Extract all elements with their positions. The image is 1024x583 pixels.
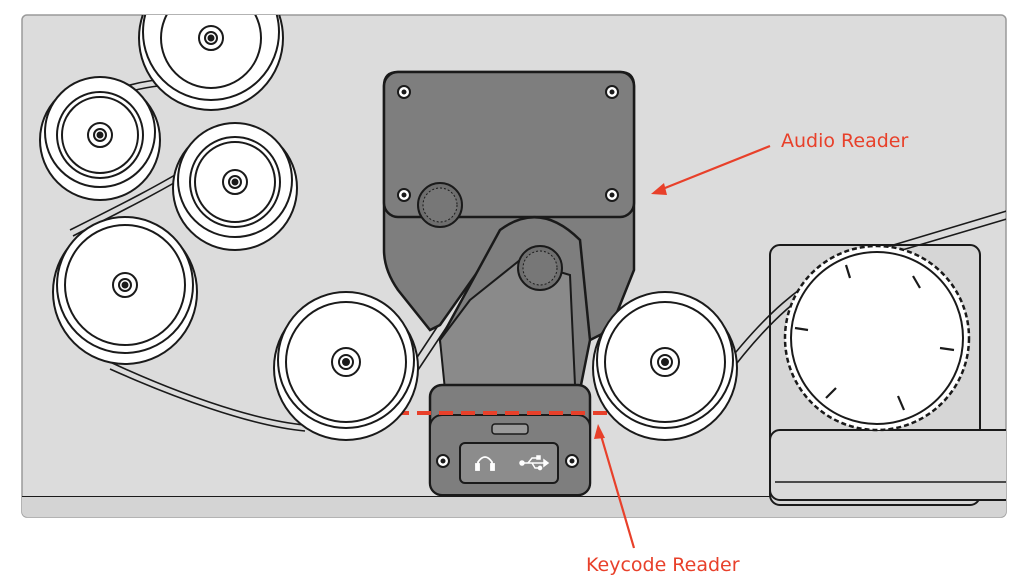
guide-reel-mid xyxy=(172,122,298,251)
headphone-icon xyxy=(475,456,495,471)
feed-reel-right xyxy=(592,291,738,441)
sprocket-wheel xyxy=(783,244,971,432)
keycode-reader-label: Keycode Reader xyxy=(586,554,740,576)
keycode-reader-callout: Keycode Reader xyxy=(586,424,740,576)
guide-reel-top xyxy=(138,15,284,111)
keycode-reader-module xyxy=(428,383,592,497)
guide-reel-lower-left xyxy=(52,216,198,365)
audio-reader-callout: Audio Reader xyxy=(651,130,908,195)
usb-icon xyxy=(519,455,550,471)
feed-reel-left xyxy=(273,291,419,441)
audio-reader-label: Audio Reader xyxy=(781,130,908,152)
audio-reader-head xyxy=(382,70,636,397)
guide-reel-upper-left xyxy=(39,76,161,201)
